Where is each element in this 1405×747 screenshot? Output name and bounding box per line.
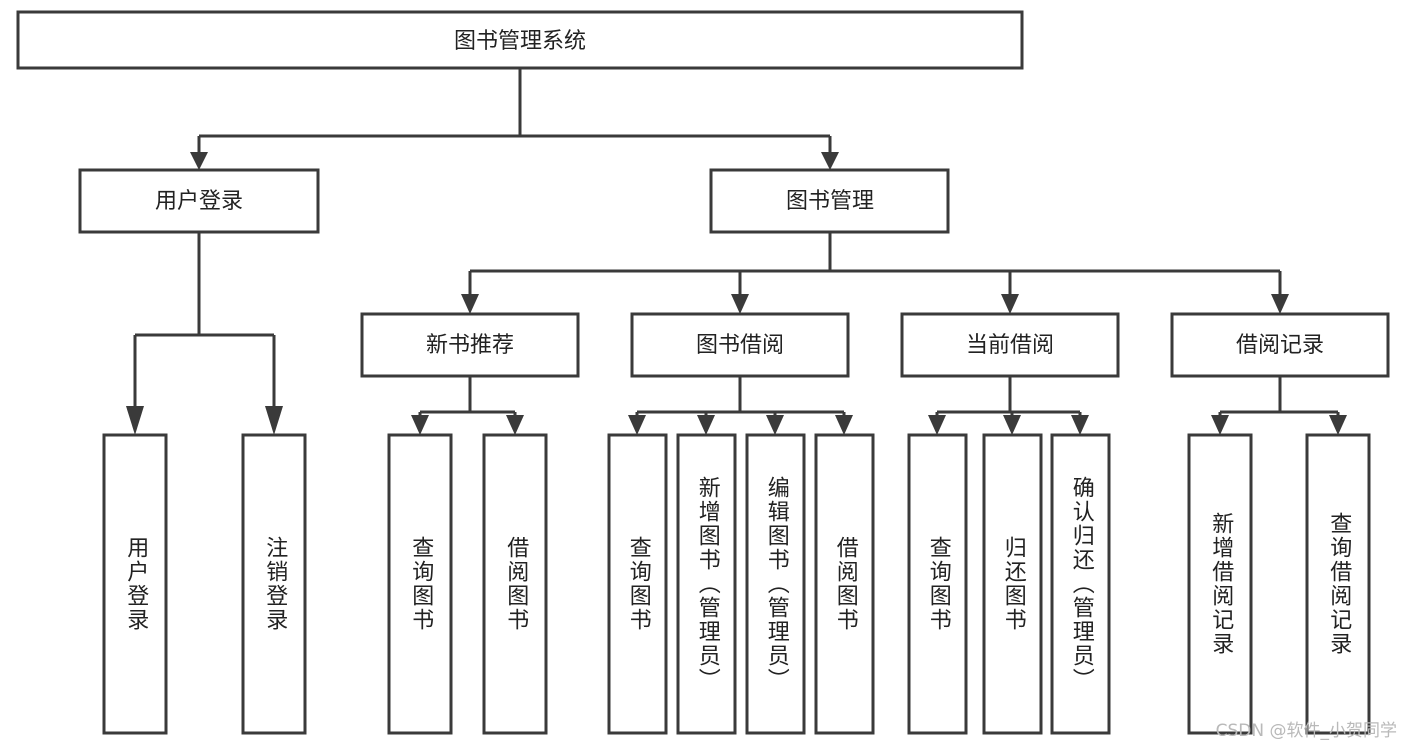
arrowhead-bw-leaf3 — [766, 415, 784, 435]
node-box-leaf-return-book[interactable] — [982, 433, 1043, 735]
arrowhead-user-login — [190, 152, 208, 170]
arrowhead-cb-leaf1 — [928, 415, 946, 435]
node-box-user-login[interactable] — [78, 168, 320, 234]
arrowhead-leaf-user-login — [126, 406, 144, 435]
arrowhead-leaf-logout — [265, 406, 283, 435]
arrowhead-rc-leaf2 — [1329, 415, 1347, 435]
node-box-book-borrow[interactable] — [630, 312, 850, 378]
arrowhead-cb-leaf3 — [1071, 415, 1089, 435]
arrowhead-book-mgmt — [821, 152, 839, 170]
node-label-user-login: 用户登录 — [155, 189, 243, 214]
arrowhead-bw-leaf4 — [835, 415, 853, 435]
node-box-borrow-record[interactable] — [1170, 312, 1390, 378]
node-label-current-borrow: 当前借阅 — [966, 333, 1054, 358]
arrowhead-bw-leaf1 — [628, 415, 646, 435]
node-box-root[interactable] — [16, 10, 1024, 70]
csdn-watermark: CSDN @软件_小贺同学 — [1215, 721, 1397, 741]
node-label-new-book-recommend: 新书推荐 — [426, 333, 514, 358]
node-label-root: 图书管理系统 — [454, 29, 586, 54]
node-box-leaf-query-borrow-record[interactable] — [1305, 433, 1371, 735]
arrowhead-cb-leaf2 — [1003, 415, 1021, 435]
arrowhead-nb-leaf2 — [506, 415, 524, 435]
connector-layer — [126, 68, 1347, 435]
node-label-book-borrow: 图书借阅 — [696, 333, 784, 358]
node-box-leaf-edit-book-admin[interactable] — [745, 433, 806, 735]
node-box-leaf-logout[interactable] — [241, 433, 307, 735]
node-box-leaf-query-book-nb[interactable] — [387, 433, 453, 735]
node-box-leaf-add-borrow-record[interactable] — [1187, 433, 1253, 735]
arrowhead-record — [1271, 294, 1289, 314]
arrowhead-rc-leaf1 — [1211, 415, 1229, 435]
node-label-book-mgmt: 图书管理 — [786, 189, 874, 214]
node-box-book-mgmt[interactable] — [709, 168, 950, 234]
arrowhead-current — [1001, 294, 1019, 314]
arrowhead-borrow — [731, 294, 749, 314]
node-box-leaf-user-login[interactable] — [102, 433, 168, 735]
node-box-leaf-add-book-admin[interactable] — [676, 433, 737, 735]
node-box-leaf-query-book-cb[interactable] — [907, 433, 968, 735]
node-layer: 图书管理系统 用户登录 图书管理 新书推荐 图书借阅 当前借阅 借阅记录 — [16, 10, 1390, 735]
node-label-borrow-record: 借阅记录 — [1236, 333, 1324, 358]
arrowhead-nb-leaf1 — [411, 415, 429, 435]
node-box-new-book-recommend[interactable] — [360, 312, 580, 378]
node-box-leaf-confirm-return-admin[interactable] — [1050, 433, 1111, 735]
arrowhead-new-book — [461, 294, 479, 314]
node-box-leaf-borrow-book-nb[interactable] — [482, 433, 548, 735]
node-box-current-borrow[interactable] — [900, 312, 1120, 378]
arrowhead-bw-leaf2 — [697, 415, 715, 435]
node-box-leaf-borrow-book-bw[interactable] — [814, 433, 875, 735]
node-box-leaf-query-book-bw[interactable] — [607, 433, 668, 735]
